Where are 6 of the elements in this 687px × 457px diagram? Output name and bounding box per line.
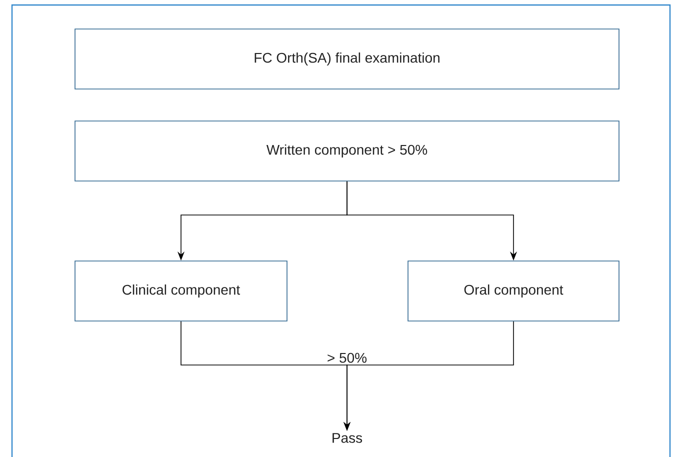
process-box: Written component > 50% (74, 120, 620, 182)
edge-label: > 50% (326, 352, 368, 364)
process-box: Oral component (408, 260, 620, 322)
process-box: FC Orth(SA) final examination (74, 28, 620, 90)
process-box: Clinical component (74, 260, 288, 322)
result-text: Pass (332, 433, 362, 443)
